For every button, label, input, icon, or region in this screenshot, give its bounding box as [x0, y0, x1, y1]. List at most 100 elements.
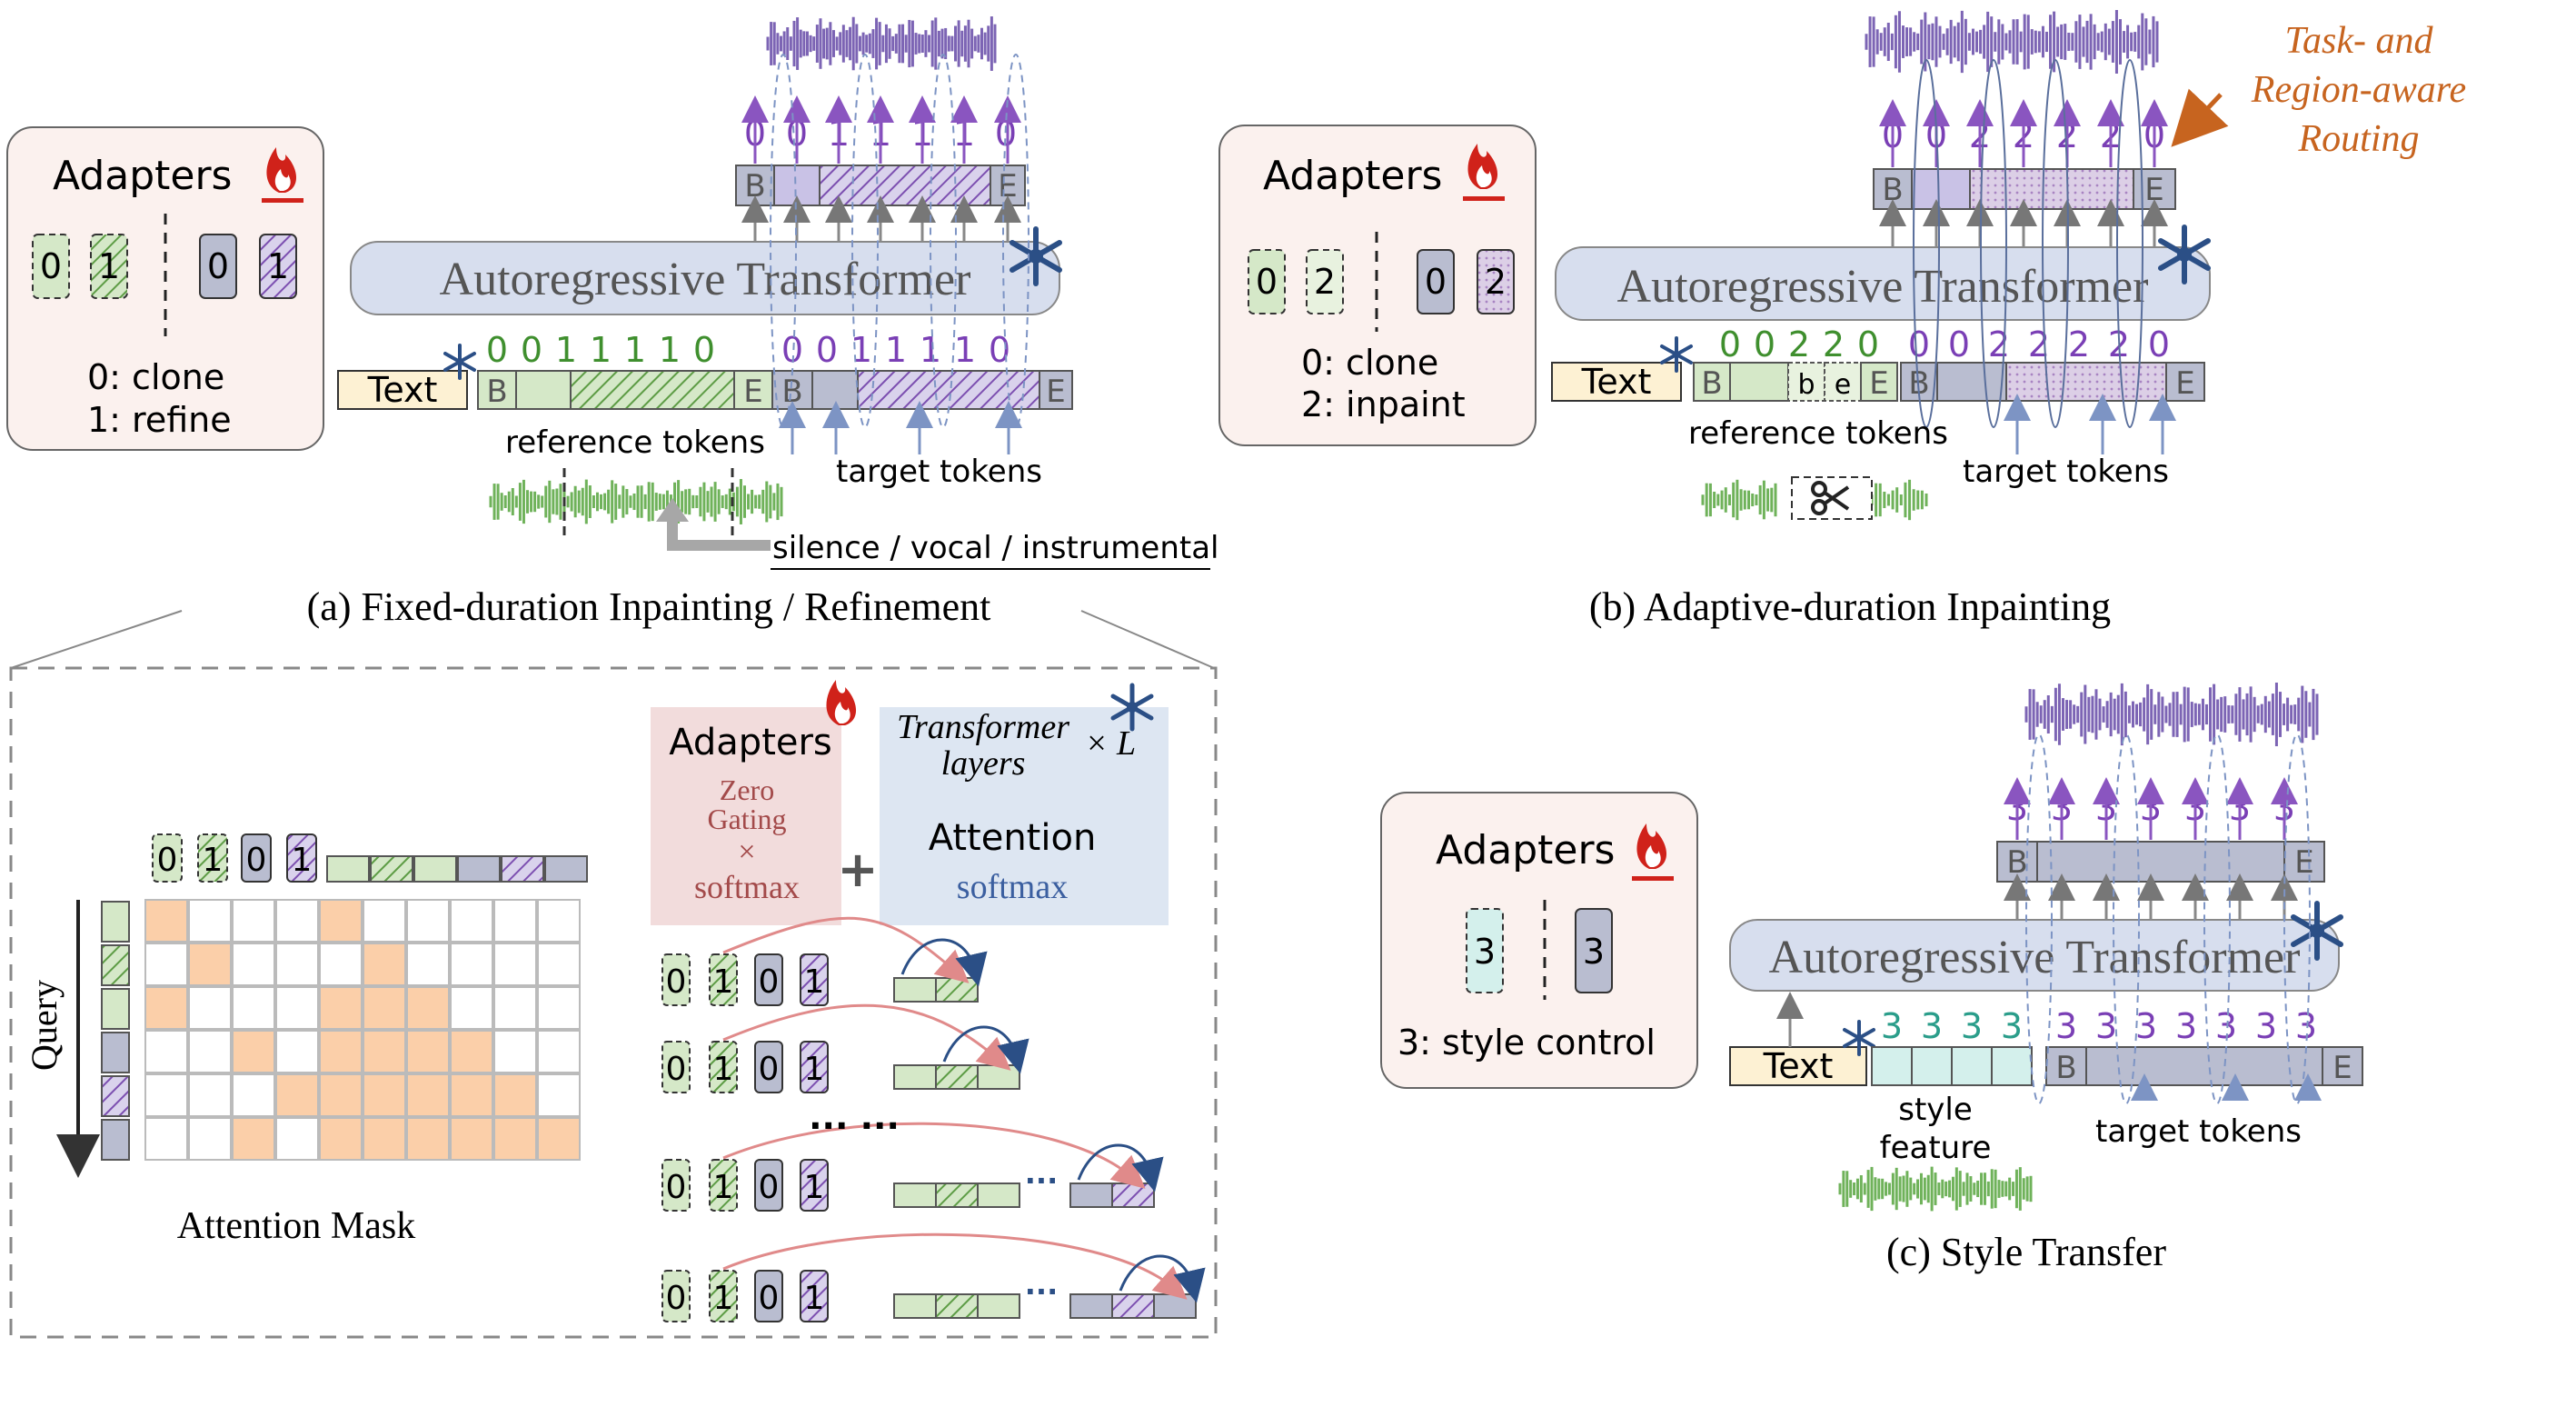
begin-token: B — [1882, 172, 1903, 208]
begin-token: B — [2006, 844, 2027, 881]
text-box-b — [1551, 362, 1682, 402]
mask-query-token — [101, 944, 130, 986]
begin-token: B — [1701, 365, 1722, 402]
mask-query-token — [101, 1032, 130, 1073]
step-adapter-digit: 0 — [759, 963, 780, 1001]
zero-gating: Zero — [720, 773, 774, 806]
step-adapter-digit: 0 — [759, 1169, 780, 1206]
step-seq-token — [893, 1064, 937, 1090]
snowflake-icon — [1843, 1020, 1875, 1056]
begin-token: B — [781, 374, 802, 410]
mask-cell — [450, 943, 493, 986]
adapters-box-a — [6, 126, 324, 451]
mask-cell — [406, 1073, 450, 1117]
step-adapter-token — [754, 953, 783, 1006]
up-arrows-a — [741, 95, 1022, 454]
mask-cell — [188, 1030, 232, 1073]
style-label: feature — [1880, 1130, 1992, 1166]
token-digit: 3 — [2255, 1006, 2277, 1046]
routing-loop — [930, 54, 957, 428]
caption-b: (b) Adaptive-duration Inpainting — [1589, 584, 2111, 629]
transformer-label-c: Autoregressive Transformer — [1769, 932, 2301, 983]
step-adapter-token — [709, 1270, 738, 1322]
mask-header-digit: 1 — [292, 842, 313, 879]
mask-cell — [144, 899, 188, 943]
end-token: E — [2294, 844, 2313, 881]
mask-cell — [275, 1030, 319, 1073]
caption-c: (c) Style Transfer — [1886, 1230, 2166, 1274]
step-adapter-digit: 0 — [759, 1280, 780, 1317]
mask-cell — [450, 1073, 493, 1117]
waveform-icon — [1838, 1166, 2033, 1212]
legend-token-clone — [1248, 249, 1286, 314]
token-digit: 0 — [1754, 324, 1775, 364]
token-digit: 3 — [2175, 1006, 2197, 1046]
mask-cell — [493, 1073, 537, 1117]
legend-token-text: 3 — [1583, 932, 1605, 972]
mask-query-token — [101, 1119, 130, 1161]
token-digit: 1 — [555, 330, 577, 370]
mask-caption: Attention Mask — [177, 1205, 415, 1247]
mask-cell — [493, 1030, 537, 1073]
token-digit: 0 — [1908, 324, 1930, 364]
plus-sign: + — [837, 841, 878, 898]
text-label-a: Text — [367, 370, 438, 410]
attention-flow-arrow — [900, 938, 988, 987]
routing-loop — [2025, 733, 2053, 1104]
ref-cell: e — [1835, 369, 1851, 401]
fire-icon — [262, 147, 303, 203]
snowflake-icon — [2158, 225, 2211, 284]
text-label-c: Text — [1763, 1046, 1834, 1086]
legend-line: 1: refine — [87, 400, 232, 440]
step-seq-token — [1153, 1293, 1197, 1319]
step-seq-token — [1111, 1182, 1155, 1208]
mask-cell — [363, 943, 406, 986]
end-token: E — [2332, 1050, 2352, 1086]
output-tokens-b: B E — [1873, 168, 2176, 210]
step-adapter-digit: 1 — [804, 1280, 825, 1317]
routing-loop — [1002, 54, 1029, 428]
mask-cell — [144, 986, 188, 1030]
mask-header-token — [286, 833, 317, 883]
mask-cell — [363, 1030, 406, 1073]
reference-tokens-a: B E — [477, 370, 773, 410]
adapter-flow-arrow — [722, 1232, 1188, 1300]
attention-mask-grid — [144, 899, 581, 1161]
mask-cell — [144, 1030, 188, 1073]
target-tokens-c: B E — [2045, 1046, 2363, 1086]
mask-key-token — [326, 855, 370, 883]
legend-token-clone-target — [199, 234, 237, 299]
fire-icon — [1463, 144, 1505, 201]
mask-cell — [450, 899, 493, 943]
step-adapter-digit: 0 — [666, 1280, 687, 1317]
token-digit: 1 — [624, 330, 646, 370]
step-seq-token — [1069, 1293, 1113, 1319]
step-seq-token — [935, 1182, 979, 1208]
legend-line: 2: inpaint — [1301, 384, 1466, 424]
mask-cell — [406, 899, 450, 943]
transformer-block-c — [1729, 919, 2340, 992]
panel-c: Adapters 3 3 3: style control Autoregres… — [1380, 683, 2363, 1274]
mask-cell — [144, 1073, 188, 1117]
mask-query-token — [101, 1075, 130, 1117]
target-tokens-label-a: target tokens — [836, 454, 1042, 490]
mask-header-token — [241, 833, 272, 883]
routing-loops-a — [770, 54, 1029, 428]
legend-token-text: 0 — [1256, 262, 1278, 302]
silence-arrow — [667, 518, 771, 551]
step-adapter-token — [754, 1041, 783, 1093]
routing-loop — [2113, 733, 2140, 1104]
mask-cell — [537, 1073, 581, 1117]
snowflake-icon — [2291, 901, 2343, 961]
legend-token-style — [1466, 908, 1504, 993]
token-digit: 0 — [2148, 324, 2170, 364]
end-token: E — [2175, 365, 2194, 402]
legend-token-text: 1 — [267, 246, 289, 286]
transformer-label-b: Autoregressive Transformer — [1617, 261, 2149, 313]
mask-header-digit: 1 — [203, 842, 224, 879]
